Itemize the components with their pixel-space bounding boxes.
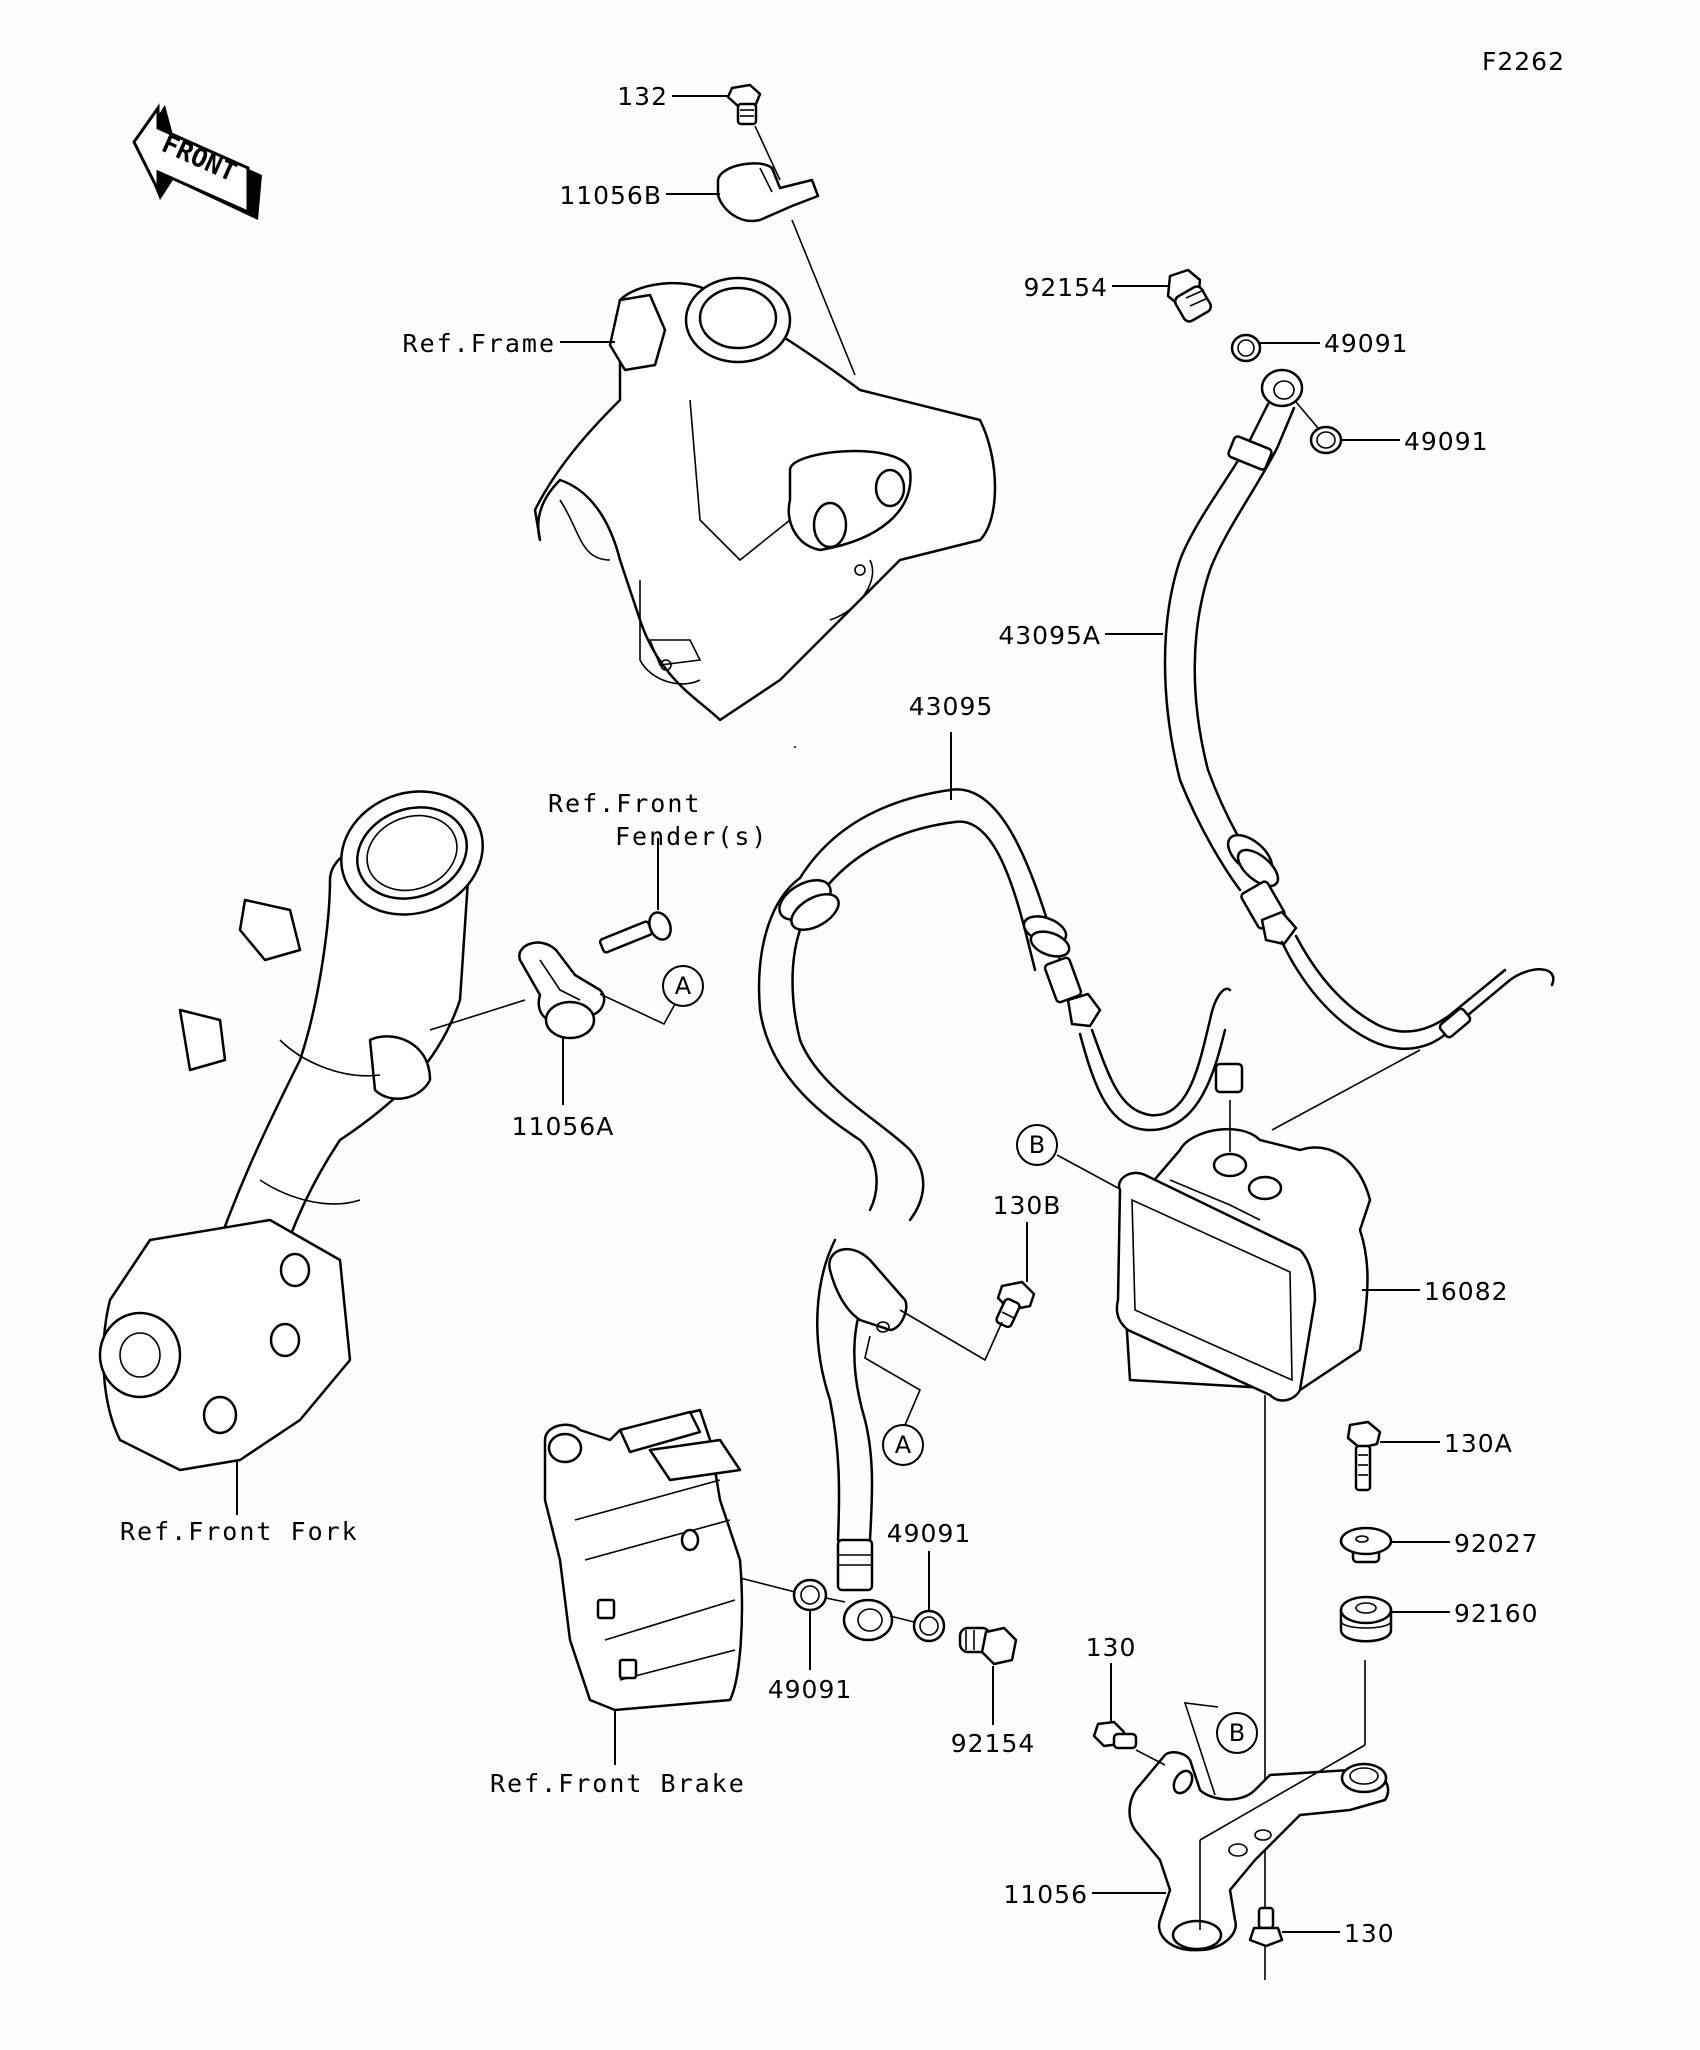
- part-label-16082[interactable]: 16082: [1424, 1277, 1509, 1306]
- bolt-132[interactable]: [726, 83, 762, 126]
- bracket-11056[interactable]: [1128, 1751, 1390, 1952]
- front-fork-reference: [98, 790, 484, 1472]
- part-label-11056B[interactable]: 11056B: [559, 181, 662, 210]
- part-label-11056A[interactable]: 11056A: [512, 1112, 615, 1141]
- fender-bolt: [598, 911, 672, 954]
- callout-b-bracket: B: [1216, 1712, 1258, 1754]
- part-label-43095[interactable]: 43095: [909, 692, 994, 721]
- ref-frame-label: Ref.Frame: [403, 329, 556, 358]
- ref-front-fork-label: Ref.Front Fork: [120, 1517, 359, 1546]
- part-label-132[interactable]: 132: [617, 82, 668, 111]
- part-label-130-right[interactable]: 130: [1344, 1919, 1395, 1948]
- bolt-130A[interactable]: [1346, 1420, 1382, 1492]
- part-label-43095A[interactable]: 43095A: [998, 621, 1101, 650]
- collar-92027[interactable]: [1339, 1526, 1393, 1564]
- stray-dot: [794, 746, 796, 748]
- clamp-11056B[interactable]: [716, 162, 820, 223]
- ref-front-fender-label-line2: Fender(s): [615, 822, 768, 851]
- clip-11056A[interactable]: [518, 941, 606, 1040]
- washer-49091-top-2[interactable]: [1309, 425, 1343, 455]
- svg-text:B: B: [1229, 1719, 1245, 1747]
- part-label-49091-bottom-left[interactable]: 49091: [768, 1675, 853, 1704]
- svg-text:B: B: [1029, 1131, 1045, 1159]
- part-label-92154-top[interactable]: 92154: [1023, 273, 1108, 302]
- svg-text:A: A: [675, 972, 692, 1000]
- ref-front-fender-label-line1: Ref.Front: [548, 789, 701, 818]
- bolt-130B[interactable]: [995, 1280, 1036, 1329]
- svg-text:A: A: [895, 1431, 912, 1459]
- ref-front-brake-label: Ref.Front Brake: [490, 1769, 746, 1798]
- part-label-130A[interactable]: 130A: [1444, 1429, 1513, 1458]
- part-label-130B[interactable]: 130B: [993, 1191, 1062, 1220]
- part-label-130-left[interactable]: 130: [1086, 1633, 1137, 1662]
- banjo-bolt-92154-bottom[interactable]: [958, 1626, 1018, 1666]
- brake-hose-43095A[interactable]: [1163, 402, 1555, 1050]
- hose-clamp: [828, 1248, 908, 1333]
- callout-a-fender: A: [662, 965, 704, 1007]
- callout-b-abs: B: [1016, 1124, 1058, 1166]
- figure-id: F2262: [1482, 47, 1565, 76]
- part-label-92160[interactable]: 92160: [1454, 1599, 1539, 1628]
- washer-49091-bottom-left[interactable]: [792, 1578, 828, 1612]
- part-label-49091-top-2[interactable]: 49091: [1404, 427, 1489, 456]
- part-label-49091-top-1[interactable]: 49091: [1324, 329, 1409, 358]
- front-brake-caliper-reference: [543, 1408, 744, 1712]
- grommet-92160[interactable]: [1339, 1595, 1393, 1643]
- bolt-130-left[interactable]: [1092, 1720, 1138, 1750]
- callout-a-hose: A: [882, 1424, 924, 1466]
- bolt-130-right[interactable]: [1248, 1906, 1284, 1948]
- abs-unit-16082[interactable]: [1115, 1127, 1372, 1402]
- part-label-49091-bottom-right[interactable]: 49091: [887, 1519, 972, 1548]
- frame-reference: [533, 276, 997, 722]
- banjo-bolt-92154-top[interactable]: [1166, 268, 1213, 324]
- part-label-92154-bottom[interactable]: 92154: [951, 1729, 1036, 1758]
- washer-49091-top-1[interactable]: [1230, 333, 1262, 363]
- banjo-fitting-top: [1260, 368, 1304, 408]
- front-arrow-icon: FRONT: [132, 103, 262, 220]
- washer-49091-bottom-right[interactable]: [912, 1609, 946, 1643]
- part-label-11056[interactable]: 11056: [1003, 1880, 1088, 1909]
- part-label-92027[interactable]: 92027: [1454, 1529, 1539, 1558]
